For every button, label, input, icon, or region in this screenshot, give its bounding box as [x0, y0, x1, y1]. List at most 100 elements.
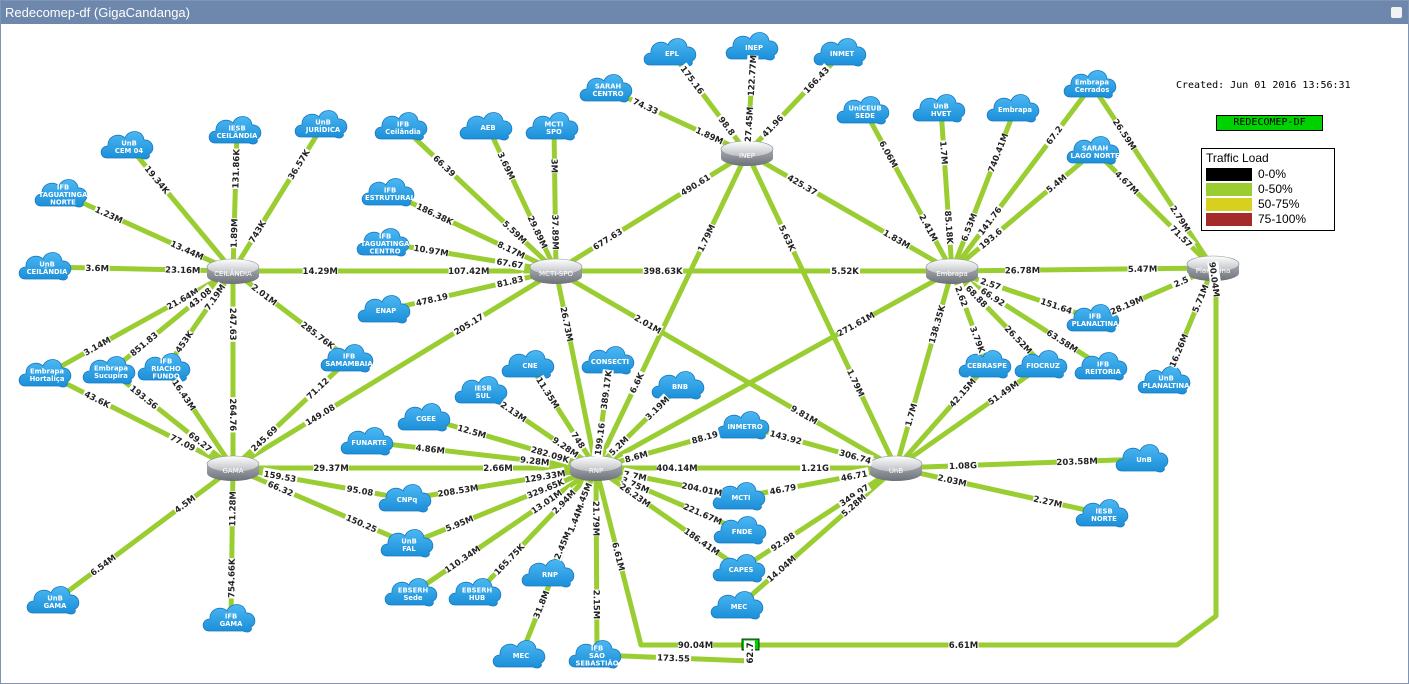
- network-link[interactable]: [895, 465, 1105, 517]
- cloud-node-inmetro[interactable]: INMETRO: [716, 411, 770, 440]
- network-link[interactable]: [554, 268, 898, 471]
- router-node-rnp[interactable]: RNP: [569, 455, 623, 481]
- router-node-ceil[interactable]: CEILÂNDIA: [206, 258, 260, 284]
- network-link[interactable]: [894, 362, 1045, 471]
- cloud-node-inmet[interactable]: INMET: [813, 38, 867, 67]
- network-link[interactable]: [61, 191, 235, 274]
- cloud-icon: [202, 604, 256, 633]
- network-link[interactable]: [408, 465, 597, 547]
- link-label-bg: [925, 303, 948, 345]
- network-link[interactable]: [45, 268, 235, 377]
- cloud-node-cnpq[interactable]: CNPq: [378, 484, 432, 513]
- network-link[interactable]: [951, 265, 1214, 274]
- network-link[interactable]: [1093, 149, 1215, 270]
- cloud-node-aeb[interactable]: AEB: [459, 112, 513, 141]
- network-link[interactable]: [384, 240, 557, 274]
- cloud-node-unb_c[interactable]: UnB: [1115, 444, 1169, 473]
- cloud-node-fiocruz[interactable]: FIOCRUZ: [1014, 350, 1068, 379]
- network-link[interactable]: [744, 151, 899, 470]
- cloud-node-funarte[interactable]: FUNARTE: [340, 427, 394, 456]
- network-link[interactable]: [593, 467, 750, 648]
- router-node-embr[interactable]: Embrapa: [925, 258, 979, 284]
- cloud-node-rnp_c[interactable]: RNP: [521, 559, 575, 588]
- network-link[interactable]: [385, 268, 557, 313]
- router-node-inep[interactable]: INEP: [720, 140, 774, 166]
- network-link[interactable]: [739, 465, 898, 572]
- network-link[interactable]: [593, 467, 600, 656]
- network-link[interactable]: [411, 465, 598, 596]
- network-link[interactable]: [950, 268, 1105, 370]
- cloud-node-embrapa_c[interactable]: Embrapa: [986, 94, 1040, 123]
- network-link[interactable]: [950, 149, 1097, 273]
- network-link[interactable]: [553, 270, 599, 469]
- network-link[interactable]: [1089, 83, 1216, 270]
- cloud-node-epl[interactable]: EPL: [643, 38, 697, 67]
- cloud-node-enap[interactable]: ENAP: [357, 295, 411, 324]
- network-link[interactable]: [593, 151, 750, 470]
- cloud-node-inep_c[interactable]: INEP: [725, 32, 779, 61]
- router-icon-top: [206, 455, 260, 473]
- network-link[interactable]: [46, 264, 234, 274]
- router-node-unb[interactable]: UnB: [869, 455, 923, 481]
- network-link[interactable]: [893, 270, 955, 469]
- network-link[interactable]: [231, 268, 558, 471]
- close-icon[interactable]: [1391, 7, 1402, 18]
- cloud-node-cgee[interactable]: CGEE: [397, 403, 451, 432]
- router-node-mcti[interactable]: MCTI-SPO: [529, 258, 583, 284]
- network-link[interactable]: [862, 109, 955, 273]
- network-link[interactable]: [594, 268, 954, 471]
- network-link[interactable]: [606, 86, 749, 156]
- network-link[interactable]: [232, 465, 410, 547]
- network-link[interactable]: [53, 465, 235, 604]
- network-link[interactable]: [45, 371, 235, 471]
- cloud-node-mec2[interactable]: MEC: [710, 591, 764, 620]
- link-label-bg: [226, 491, 238, 527]
- network-link[interactable]: [745, 150, 954, 274]
- cloud-node-capes[interactable]: CAPES: [712, 554, 766, 583]
- router-node-gama[interactable]: GAMA: [206, 455, 260, 481]
- network-link[interactable]: [554, 150, 749, 274]
- network-link[interactable]: [230, 123, 326, 273]
- network-link[interactable]: [401, 125, 558, 273]
- cloud-node-bnb[interactable]: BNB: [651, 371, 705, 400]
- cloud-node-mec1[interactable]: MEC: [492, 640, 546, 669]
- network-link[interactable]: [232, 465, 408, 502]
- network-link[interactable]: [950, 83, 1094, 273]
- network-link[interactable]: [938, 108, 955, 272]
- network-link[interactable]: [368, 439, 597, 471]
- cloud-node-consecti[interactable]: CONSECTI: [581, 346, 635, 375]
- cloud-node-cne[interactable]: CNE: [501, 350, 555, 379]
- cloud-node-cebraspe[interactable]: CEBRASPE: [958, 350, 1012, 379]
- cloud-node-fnde[interactable]: FNDE: [713, 516, 767, 545]
- network-link[interactable]: [895, 456, 1145, 471]
